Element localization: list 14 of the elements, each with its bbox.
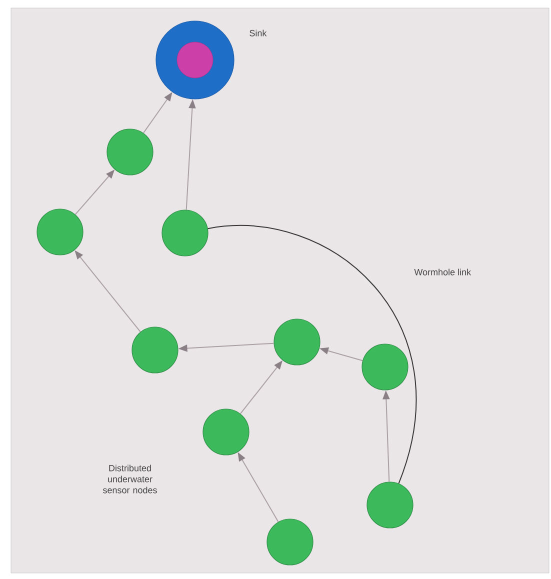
- sensor-node: [132, 326, 178, 374]
- sensor-node: [266, 518, 314, 566]
- sink-circle: [156, 20, 234, 100]
- sensor-node: [274, 318, 320, 366]
- wormhole-link: [207, 225, 417, 484]
- sensor-node: [362, 344, 408, 390]
- sensor-node: [36, 208, 84, 256]
- edge-label: Wormhole link: [413, 268, 472, 276]
- group-label: Distributed underwater sensor nodes: [102, 464, 157, 494]
- sensor-node: [106, 128, 154, 176]
- node-label: Sink: [250, 30, 267, 36]
- sensor-node: [202, 408, 250, 456]
- sensor-node: [162, 210, 208, 256]
- sensor-node: [366, 482, 414, 528]
